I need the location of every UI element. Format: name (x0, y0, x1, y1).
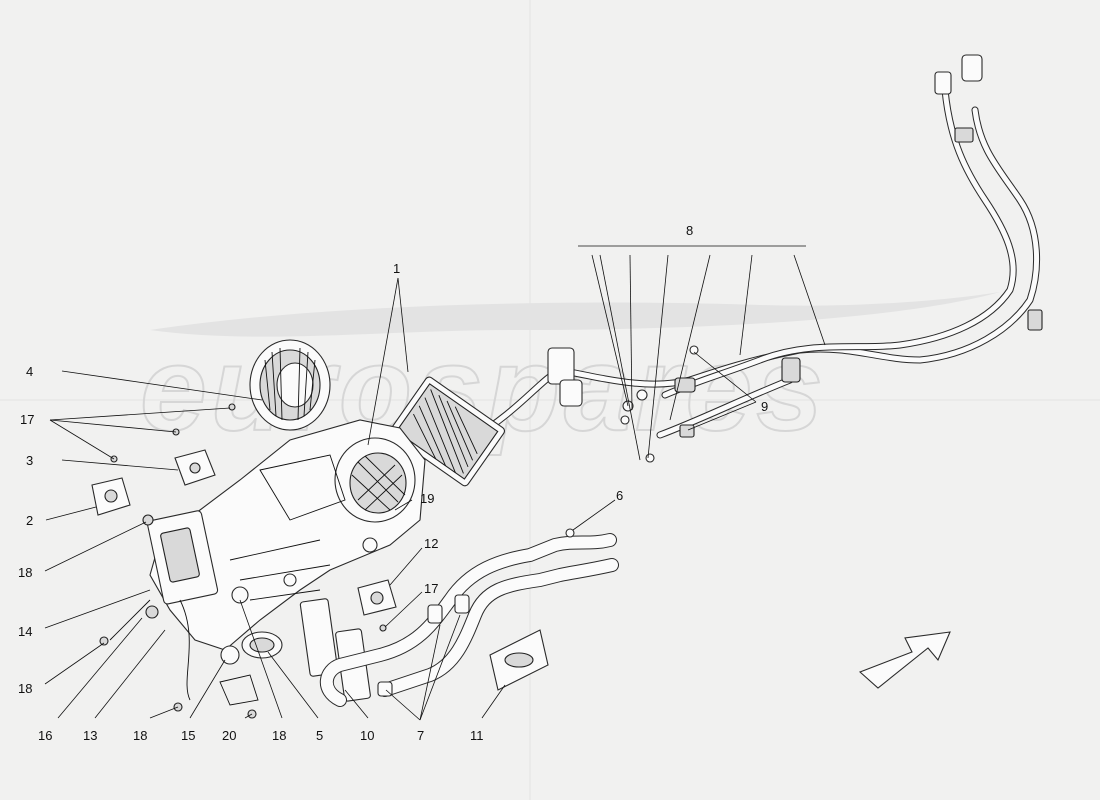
callout-10: 10 (360, 728, 374, 743)
callout-7: 7 (417, 728, 424, 743)
direction-arrow-icon (858, 631, 951, 689)
callout-5: 5 (316, 728, 323, 743)
callout-14: 14 (18, 624, 32, 639)
hvac-housing (109, 419, 426, 701)
callout-15: 15 (181, 728, 195, 743)
callout-11: 11 (470, 728, 484, 743)
blower-wheel (249, 339, 331, 431)
actuator-2 (91, 477, 131, 516)
flange-11 (489, 629, 549, 691)
heater-core-10 (299, 598, 371, 702)
gasket-5 (241, 631, 283, 659)
callout-18-left: 18 (18, 565, 32, 580)
callout-3: 3 (26, 453, 33, 468)
leader-lines (44, 245, 826, 721)
callout-19: 19 (420, 491, 434, 506)
watermark-swoosh (150, 292, 1000, 337)
bracket-20 (219, 674, 259, 706)
screws (99, 403, 387, 719)
callout-18-lower-left: 18 (18, 681, 32, 696)
callout-9: 9 (761, 399, 768, 414)
callout-12: 12 (424, 536, 438, 551)
callout-17-right: 17 (424, 581, 438, 596)
callout-13: 13 (83, 728, 97, 743)
coolant-hoses (319, 528, 619, 707)
actuator-12 (357, 579, 397, 616)
callout-2: 2 (26, 513, 33, 528)
callout-18-bottom-mid: 18 (272, 728, 286, 743)
callout-17-upper: 17 (20, 412, 34, 427)
evaporator-core (389, 376, 506, 487)
callout-20: 20 (222, 728, 236, 743)
actuator-3 (174, 449, 216, 486)
callout-16: 16 (38, 728, 52, 743)
ac-pipes-assembly (466, 54, 1043, 463)
callout-18-bottom: 18 (133, 728, 147, 743)
callout-6: 6 (616, 488, 623, 503)
callout-4: 4 (26, 364, 33, 379)
callout-8: 8 (686, 223, 693, 238)
callouts: 1 4 17 3 2 18 14 18 16 13 18 15 20 18 5 … (18, 223, 768, 743)
callout-1: 1 (393, 261, 400, 276)
